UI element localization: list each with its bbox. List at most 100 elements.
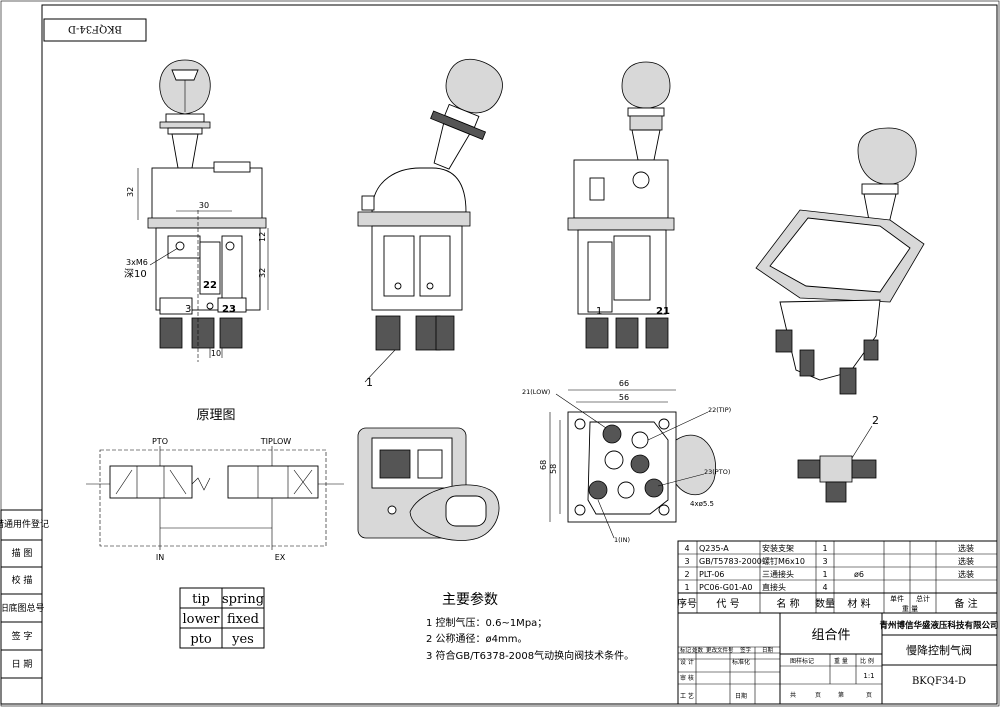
schematic: 原理图 PTO TIPLOW IN EX	[86, 408, 344, 562]
dim-12: 12	[258, 232, 267, 242]
schematic-in: IN	[156, 553, 164, 562]
schematic-ex: EX	[275, 553, 286, 562]
port-22-front: 22	[203, 280, 217, 291]
bom-2-code: PLT-06	[699, 570, 724, 579]
bom-header-code: 代 号	[716, 598, 739, 610]
dim-56: 56	[619, 393, 629, 402]
dim-58: 58	[549, 464, 558, 474]
bom-1-no: 3	[684, 557, 689, 566]
dim-10: 10	[211, 349, 221, 358]
drawing-code: BKQF34-D	[912, 676, 966, 687]
tb-sheets: 共	[790, 691, 796, 699]
bom-header-mat: 材 料	[847, 597, 870, 610]
callout-2: 2	[872, 414, 879, 427]
param-2: 3 符合GB/T6378-2008气动换向阀技术条件。	[426, 649, 634, 662]
tb-sheet-unit: 页	[815, 692, 821, 699]
param-0: 1 控制气压：0.6~1Mpa；	[426, 616, 547, 629]
tb-stage: 图样标记	[790, 657, 814, 665]
state-table: tip spring lower fixed pto yes	[179, 587, 265, 649]
state-cell-1-1: fixed	[227, 612, 259, 627]
left-strip: 借通用件登记 描 图 校 描 旧底图总号 签 字 日 期	[0, 509, 49, 705]
bom-2-qty: 1	[822, 570, 827, 579]
dim-30: 30	[199, 201, 209, 210]
tb-sheet-no: 第	[838, 691, 844, 699]
bom-header-note: 备 注	[954, 597, 977, 610]
strip-label-5: 日 期	[12, 659, 33, 670]
schematic-tiplow: TIPLOW	[260, 437, 292, 446]
code-box	[43, 18, 147, 42]
bom-2-mat: ø6	[854, 570, 864, 579]
bom-header-total: 总计	[916, 594, 930, 603]
strip-label-4: 签 字	[12, 630, 33, 642]
dim-66: 66	[619, 379, 629, 388]
tb-r3-0: 审 核	[680, 674, 694, 682]
params-title: 主要参数	[442, 591, 498, 608]
bom-header-qty: 数量	[815, 597, 835, 610]
tb-r4-0: 工 艺	[680, 692, 694, 700]
bom-0-code: Q235-A	[699, 544, 729, 553]
bom-3-qty: 4	[822, 583, 827, 592]
tb-weight: 重 量	[834, 657, 848, 665]
bom-1-note: 选装	[958, 556, 974, 566]
tb-ratio: 比 例	[860, 657, 874, 665]
state-cell-0-1: spring	[222, 592, 264, 607]
port-label-21: 21(LOW)	[522, 388, 550, 396]
bom-table: 4 Q235-A 安装支架 1 选装 3 GB/T5783-2000 螺钉M6x…	[677, 540, 998, 614]
tee-fitting: 2	[797, 414, 879, 503]
port-21-rear: 21	[656, 306, 670, 317]
port-label-1: 1(IN)	[614, 536, 630, 544]
tb-r1-3: 签字	[740, 646, 752, 654]
tb-r1-1: 处数	[692, 646, 704, 654]
state-cell-1-0: lower	[182, 612, 220, 627]
front-view: 32 30 3 22 23 12 32 3xM6 深10 10	[124, 59, 269, 362]
bom-0-qty: 1	[822, 544, 827, 553]
side-view-rear: 1 21	[567, 61, 675, 349]
holes-label: 4xø5.5	[690, 500, 714, 508]
tb-r1-2: 更改文件号	[706, 646, 734, 654]
port-3-front: 3	[185, 304, 191, 315]
tb-r2-1: 标准化	[732, 658, 750, 666]
top-view-lever	[357, 427, 500, 541]
bom-3-no: 1	[684, 583, 689, 592]
tb-r2-0: 设 计	[680, 658, 694, 666]
bom-2-no: 2	[684, 570, 689, 579]
tb-scale: 1:1	[863, 672, 874, 680]
title-block: 组合件 青州博信华盛液压科技有限公司 慢降控制气阀 BKQF34-D 标记 处数…	[677, 612, 999, 705]
port-label-22: 22(TIP)	[708, 406, 731, 414]
bom-1-code: GB/T5783-2000	[699, 557, 762, 566]
param-1: 2 公称通径：ø4mm。	[426, 632, 528, 645]
side-view-tilted: 1	[357, 58, 503, 389]
port-1-rear: 1	[596, 306, 602, 317]
bom-0-no: 4	[684, 544, 689, 553]
bom-header-no: 序号	[677, 597, 697, 610]
state-cell-0-0: tip	[192, 592, 210, 607]
bom-3-code: PC06-G01-A0	[699, 583, 752, 592]
depth-label: 深10	[124, 268, 147, 280]
isometric-view	[755, 127, 925, 395]
product-name: 慢降控制气阀	[906, 643, 972, 657]
thread-label: 3xM6	[126, 258, 148, 267]
dim-68: 68	[539, 460, 548, 470]
schematic-pto: PTO	[152, 437, 168, 446]
schematic-title: 原理图	[196, 408, 235, 423]
callout-1: 1	[366, 376, 373, 389]
bom-0-name: 安装支架	[762, 543, 794, 553]
bom-2-note: 选装	[958, 569, 974, 579]
tb-sheet-no-unit: 页	[866, 692, 872, 699]
port-label-23: 23(PTO)	[704, 468, 730, 476]
bom-0-note: 选装	[958, 543, 974, 553]
state-cell-2-0: pto	[190, 632, 212, 647]
dim-32-left: 32	[126, 187, 135, 197]
strip-label-0: 借通用件登记	[0, 518, 49, 530]
tb-r1-0: 标记	[680, 646, 692, 654]
bom-1-name: 螺钉M6x10	[762, 556, 805, 566]
bom-2-name: 三通接头	[762, 569, 794, 579]
dim-32-right: 32	[258, 268, 267, 278]
strip-label-2: 校 描	[12, 574, 33, 586]
main-params: 主要参数 1 控制气压：0.6~1Mpa； 2 公称通径：ø4mm。 3 符合G…	[426, 591, 634, 662]
tb-r1-4: 日期	[762, 647, 774, 654]
bom-header-single: 单件	[890, 594, 904, 603]
